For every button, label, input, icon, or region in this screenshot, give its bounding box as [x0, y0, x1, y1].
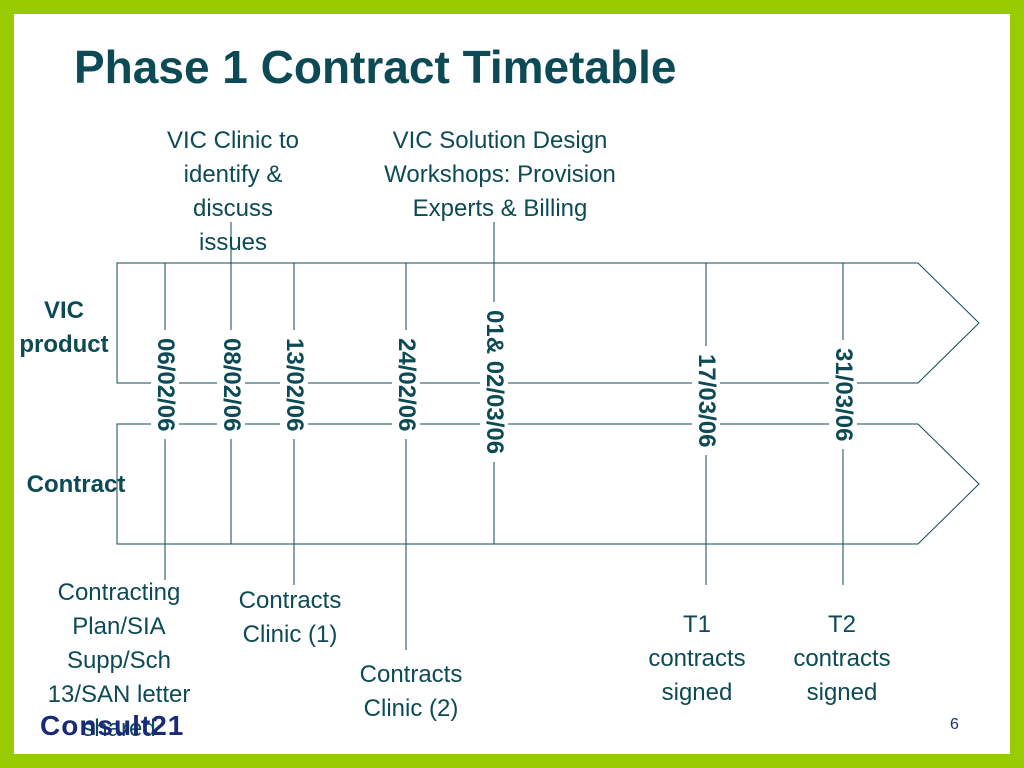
- contract-arrow: [116, 423, 980, 545]
- row-label-vic-product: VIC product: [19, 297, 109, 358]
- vic-product-arrow: [116, 262, 980, 384]
- consult21-logo: Consult21: [40, 710, 185, 741]
- page-number: 6: [950, 716, 959, 733]
- date-label-1302: 13/02/06: [280, 330, 308, 440]
- note-contracting-plan: Contracting Plan/SIA Supp/Sch 13/SAN let…: [47, 579, 191, 742]
- row-label-contract: Contract: [26, 471, 126, 498]
- date-label-0103: 01& 02/03/06: [480, 302, 508, 463]
- date-label-0802: 08/02/06: [217, 330, 245, 440]
- note-vic-clinic: VIC Clinic to identify & discuss issues: [166, 127, 300, 256]
- date-label-2402: 24/02/06: [392, 330, 420, 440]
- note-vic-solution-design: VIC Solution Design Workshops: Provision…: [384, 127, 616, 222]
- note-t2-contracts-signed: T2 contracts signed: [793, 611, 891, 706]
- note-contracts-clinic-1: Contracts Clinic (1): [238, 587, 342, 648]
- note-contracts-clinic-2: Contracts Clinic (2): [359, 661, 463, 722]
- slide-title: Phase 1 Contract Timetable: [74, 41, 677, 93]
- date-label-0602: 06/02/06: [151, 330, 179, 440]
- note-t1-contracts-signed: T1 contracts signed: [648, 611, 746, 706]
- date-label-3103: 31/03/06: [829, 340, 857, 450]
- date-label-1703: 17/03/06: [692, 346, 720, 456]
